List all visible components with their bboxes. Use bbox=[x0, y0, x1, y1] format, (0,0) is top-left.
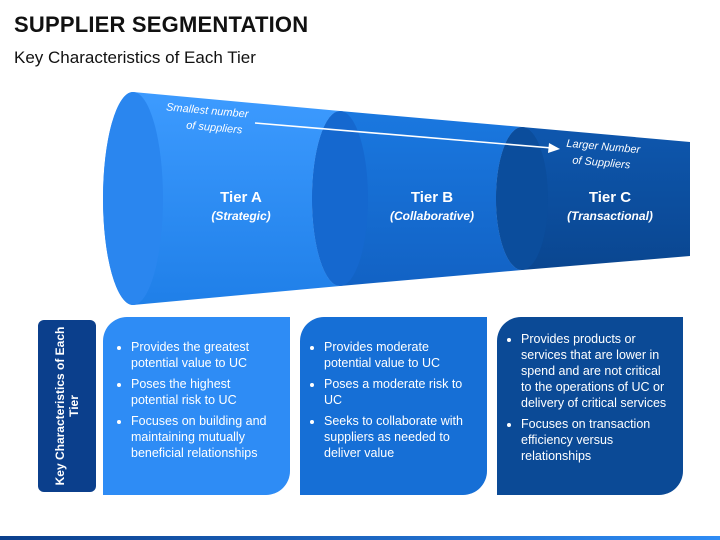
tier-b-rim bbox=[312, 111, 368, 286]
tier-c-card: Provides products or services that are l… bbox=[497, 317, 683, 495]
list-item: Provides products or services that are l… bbox=[521, 331, 673, 411]
tier-c-name: Tier C bbox=[589, 189, 631, 206]
tier-b-type: (Collaborative) bbox=[390, 209, 474, 223]
annotation-left-line2: of suppliers bbox=[186, 120, 244, 137]
supplier-funnel-diagram: Smallest number of suppliers Larger Numb… bbox=[103, 92, 690, 305]
characteristics-side-label: Key Characteristics of Each Tier bbox=[38, 320, 96, 492]
list-item: Poses the highest potential risk to UC bbox=[131, 376, 280, 408]
footer-accent-bar bbox=[0, 536, 720, 540]
annotation-right-line2: of Suppliers bbox=[572, 155, 631, 172]
tier-a-card: Provides the greatest potential value to… bbox=[103, 317, 290, 495]
list-item: Seeks to collaborate with suppliers as n… bbox=[324, 413, 477, 461]
tier-a-type: (Strategic) bbox=[211, 209, 270, 223]
tier-a-list: Provides the greatest potential value to… bbox=[113, 339, 280, 461]
tier-b-name: Tier B bbox=[411, 189, 453, 206]
tier-b-list: Provides moderate potential value to UC … bbox=[306, 339, 477, 461]
tier-a-name: Tier A bbox=[220, 189, 262, 206]
tier-a-rim bbox=[103, 92, 163, 305]
tier-c-type: (Transactional) bbox=[567, 209, 653, 223]
tier-c-rim bbox=[496, 127, 548, 270]
list-item: Provides the greatest potential value to… bbox=[131, 339, 280, 371]
page-subtitle: Key Characteristics of Each Tier bbox=[14, 48, 256, 67]
list-item: Focuses on building and maintaining mutu… bbox=[131, 413, 280, 461]
arrow-head-icon bbox=[548, 143, 560, 153]
tier-b-segment bbox=[312, 111, 522, 286]
tier-b-card: Provides moderate potential value to UC … bbox=[300, 317, 487, 495]
page-title: SUPPLIER SEGMENTATION bbox=[14, 12, 309, 37]
direction-arrow bbox=[254, 122, 553, 149]
list-item: Provides moderate potential value to UC bbox=[324, 339, 477, 371]
list-item: Poses a moderate risk to UC bbox=[324, 376, 477, 408]
side-label-text: Key Characteristics of Each Tier bbox=[53, 326, 81, 486]
tier-c-list: Provides products or services that are l… bbox=[503, 331, 673, 464]
tier-a-segment bbox=[103, 92, 341, 305]
list-item: Focuses on transaction efficiency versus… bbox=[521, 416, 673, 464]
